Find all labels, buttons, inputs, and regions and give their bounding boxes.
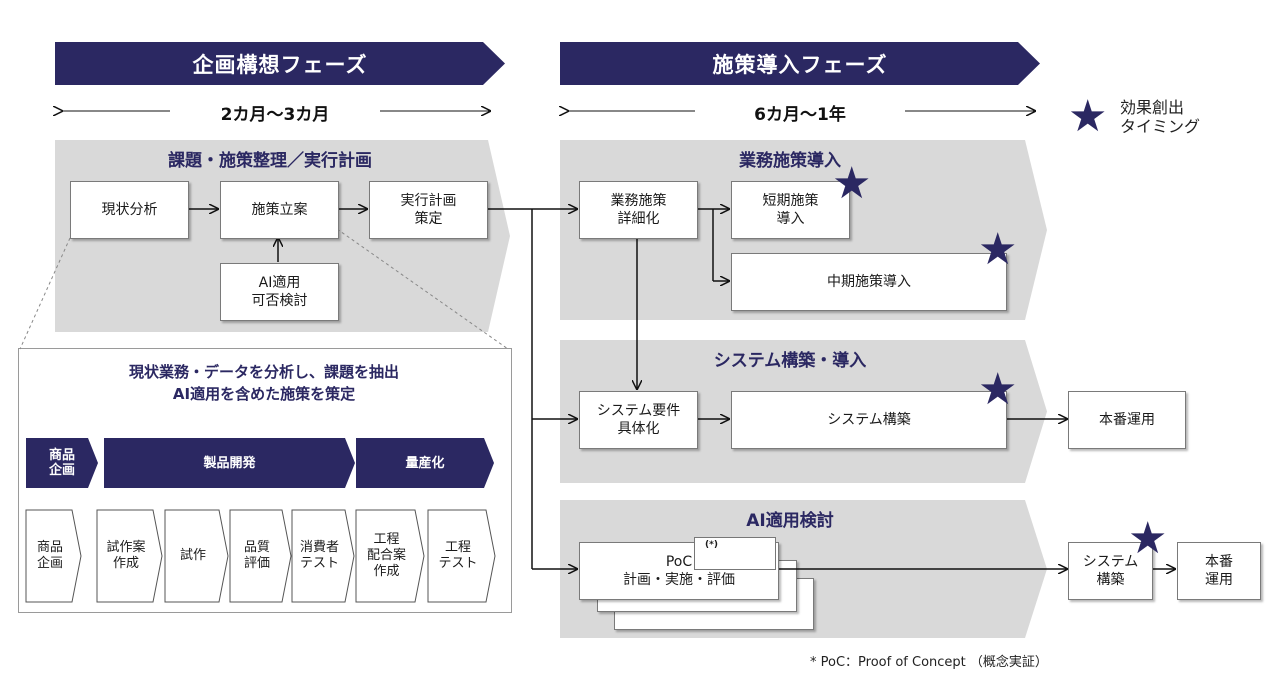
ai-effect-star-icon: ★ — [1128, 513, 1168, 564]
detail-callout-title-line1: 現状業務・データを分析し、課題を抽出 — [128, 363, 399, 381]
box-policy-planning: 施策立案 — [220, 181, 339, 239]
legend-star-icon: ★ — [1068, 91, 1108, 142]
step-product-planning: 商品 企画 — [36, 540, 63, 571]
step-chevron-3 — [164, 509, 229, 603]
legend-text: 効果創出 タイミング — [1120, 98, 1201, 136]
step-process-formulation: 工程 配合案 作成 — [366, 532, 406, 579]
planning-phase-header: 企画構想フェーズ — [55, 42, 505, 85]
mid-term-effect-star-icon: ★ — [978, 224, 1018, 275]
step-prototype: 試作 — [179, 548, 206, 563]
box-current-analysis: 現状分析 — [70, 181, 189, 239]
box-ai-system-build: システム 構築 — [1068, 542, 1153, 600]
box-business-detail: 業務施策 詳細化 — [579, 181, 698, 239]
planning-duration: 2カ月～3カ月 — [220, 105, 330, 125]
step-chevron-6 — [355, 509, 425, 603]
box-ai-production: 本番 運用 — [1177, 542, 1261, 600]
step-chevron-5 — [291, 509, 355, 603]
system-effect-star-icon: ★ — [978, 364, 1018, 415]
step-prototype-plan: 試作案 作成 — [106, 540, 146, 571]
stage-product-development: 製品開発 — [104, 438, 355, 488]
stage-product-planning: 商品 企画 — [26, 438, 98, 488]
step-consumer-test: 消費者 テスト — [299, 540, 339, 571]
detail-callout-title-line2: AI適用を含めた施策を策定 — [172, 385, 356, 403]
box-system-build: システム構築 — [731, 391, 1007, 449]
box-execution-plan: 実行計画 策定 — [369, 181, 488, 239]
box-poc: PoC 計画・実施・評価 — [579, 542, 779, 600]
box-system-production: 本番運用 — [1068, 391, 1186, 449]
step-chevron-7 — [427, 509, 496, 603]
step-chevron-1 — [25, 509, 82, 603]
poc-footnote-mark: (*) — [694, 537, 776, 570]
stage-mass-production: 量産化 — [356, 438, 494, 488]
box-ai-feasibility: AI適用 可否検討 — [220, 263, 339, 321]
implementation-phase-header: 施策導入フェーズ — [560, 42, 1040, 85]
implementation-duration: 6カ月～1年 — [754, 105, 846, 125]
planning-phase-title: 企画構想フェーズ — [192, 52, 368, 77]
step-chevron-2 — [96, 509, 163, 603]
short-term-effect-star-icon: ★ — [832, 158, 872, 209]
box-short-term-policy: 短期施策 導入 — [731, 181, 850, 239]
planning-panel-title: 課題・施策整理／実行計画 — [168, 151, 372, 171]
business-panel-title: 業務施策導入 — [739, 151, 841, 171]
step-chevron-4 — [229, 509, 292, 603]
box-mid-term-policy: 中期施策導入 — [731, 253, 1007, 311]
system-panel-title: システム構築・導入 — [713, 351, 867, 371]
implementation-phase-title: 施策導入フェーズ — [712, 52, 888, 77]
step-quality-evaluation: 品質 評価 — [243, 540, 270, 571]
step-process-test: 工程 テスト — [438, 540, 478, 571]
box-system-requirements: システム要件 具体化 — [579, 391, 698, 449]
ai-panel-title: AI適用検討 — [746, 511, 834, 531]
poc-footnote: * PoC：Proof of Concept （概念実証） — [810, 655, 1048, 670]
